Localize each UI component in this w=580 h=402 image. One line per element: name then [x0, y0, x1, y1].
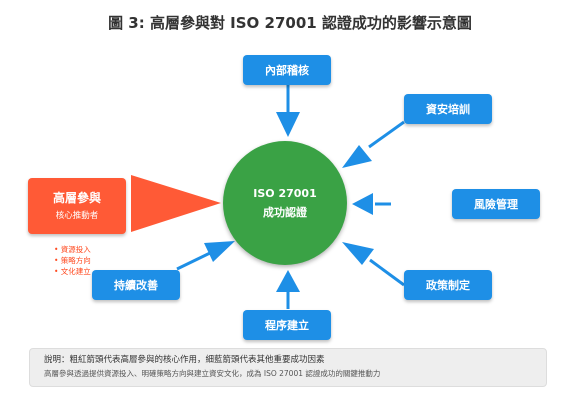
note-line1: 說明：粗紅箭頭代表高層參與的核心作用，細藍箭頭代表其他重要成功因素 [44, 355, 325, 365]
arrow-security-training [342, 120, 405, 168]
factor-internal-audit: 內部稽核 [243, 55, 331, 85]
factor-process-building: 程序建立 [243, 310, 331, 340]
factor-security-training: 資安培訓 [404, 94, 492, 124]
leadership-title: 高層參與 [52, 191, 101, 205]
center-line2: 成功認證 [263, 206, 307, 219]
diagram-title: 圖 3: 高層參與對 ISO 27001 認證成功的影響示意圖 [108, 14, 472, 32]
leadership-bullets: • 資源投入 • 策略方向 • 文化建立 [54, 244, 91, 277]
bullet-resources: • 資源投入 [54, 245, 91, 254]
leadership-subtitle: 核心推動者 [55, 211, 99, 221]
factor-continuous-improvement: 持續改善 [92, 270, 180, 300]
center-circle: ISO 27001 成功認證 [223, 141, 347, 265]
arrow-policy-making [342, 242, 405, 287]
bullet-culture: • 文化建立 [54, 267, 91, 276]
arrow-internal-audit [276, 84, 300, 137]
arrow-process-building [276, 270, 300, 309]
note-line2: 高層參與透過提供資源投入、明確策略方向與建立資安文化，成為 ISO 27001 … [44, 369, 381, 378]
factor-risk-management: 風險管理 [452, 189, 540, 219]
arrow-continuous-improvement [176, 241, 235, 271]
arrow-risk-management [352, 193, 391, 215]
explanation-note: 說明：粗紅箭頭代表高層參與的核心作用，細藍箭頭代表其他重要成功因素 高層參與透過… [29, 348, 547, 387]
center-line1: ISO 27001 [253, 187, 317, 200]
arrow-leadership [131, 175, 221, 232]
bullet-strategy: • 策略方向 [54, 256, 91, 265]
leadership-box: 高層參與 核心推動者 [28, 178, 126, 234]
factor-policy-making: 政策制定 [404, 270, 492, 300]
